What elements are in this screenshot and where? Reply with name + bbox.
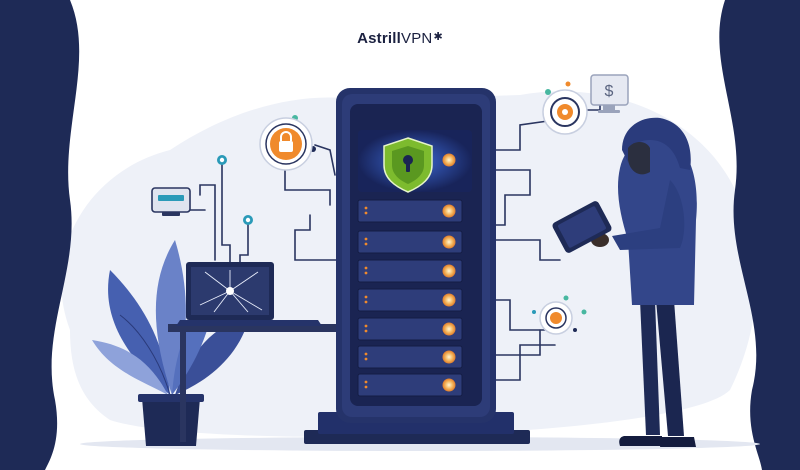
- dollar-icon: $: [590, 74, 629, 113]
- shield-icon: [383, 137, 433, 193]
- brand-logo: AstrillVPN✱: [0, 30, 800, 47]
- network-badge-icon: [542, 89, 588, 135]
- lock-icon: [259, 117, 313, 171]
- laptop-icon: [176, 262, 322, 326]
- left-side-shape: [0, 0, 80, 470]
- server-drawers: [357, 199, 463, 397]
- circuit-lines: [189, 99, 601, 381]
- circuit-dots: [217, 81, 587, 332]
- monitor-icon-left: [151, 187, 191, 216]
- flame-badge-icon: [539, 301, 573, 335]
- server-rack: [304, 88, 530, 444]
- hooded-person: [552, 117, 697, 447]
- right-side-shape: [719, 0, 800, 470]
- desk: [168, 324, 338, 442]
- server-lights: [442, 153, 456, 392]
- brand-name-light: VPN: [401, 30, 433, 47]
- brand-star-icon: ✱: [433, 31, 443, 43]
- brand-name-bold: Astrill: [357, 30, 402, 47]
- svg-text:$: $: [605, 83, 614, 100]
- tablet-icon: [552, 201, 612, 253]
